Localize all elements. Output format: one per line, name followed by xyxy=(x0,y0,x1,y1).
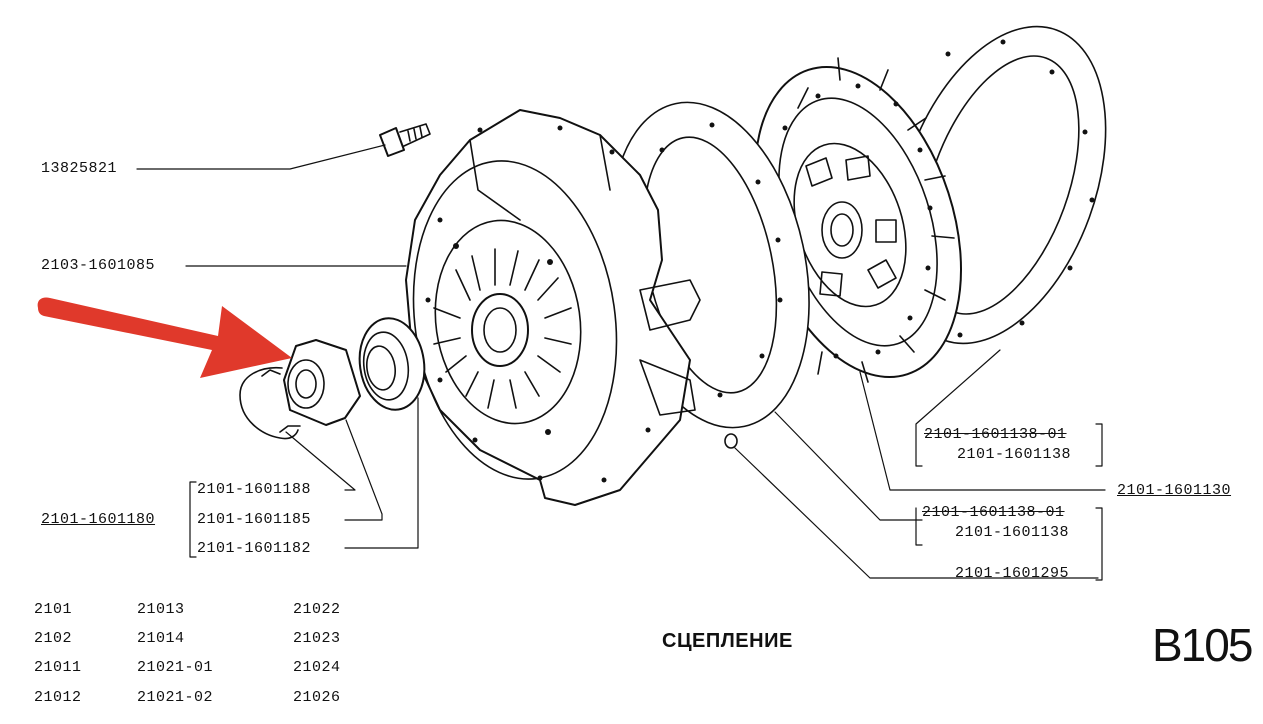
part-label-disc-old-2: 2101-1601138-01 xyxy=(922,504,1065,521)
bolt xyxy=(379,123,431,157)
pressure-plate xyxy=(405,109,701,506)
model-item: 21013 xyxy=(137,601,185,618)
part-label-bolt: 13825821 xyxy=(41,160,118,177)
part-label-disc-assembly: 2101-1601130 xyxy=(1117,482,1232,499)
part-label-bearing-housing: 2101-1601185 xyxy=(197,511,312,528)
part-label-disc-old: 2101-1601138-01 xyxy=(924,426,1067,443)
page-code: B105 xyxy=(1152,619,1253,671)
model-item: 21021-01 xyxy=(137,659,214,676)
model-item: 21026 xyxy=(293,689,341,706)
dowel-pin xyxy=(724,433,738,449)
part-label-spring-clip: 2101-1601188 xyxy=(197,481,312,498)
plate-holes xyxy=(425,125,651,483)
leader-lines xyxy=(136,144,1106,581)
model-item: 21023 xyxy=(293,630,341,647)
release-bearing xyxy=(358,317,426,411)
part-label-disc-new: 2101-1601138 xyxy=(957,446,1072,463)
bearing-housing xyxy=(283,339,361,426)
part-label-pressure-plate: 2103-1601085 xyxy=(41,257,156,274)
page-title: СЦЕПЛЕНИЕ xyxy=(662,630,793,652)
model-item: 21021-02 xyxy=(137,689,214,706)
part-label-pin: 2101-1601295 xyxy=(955,565,1070,582)
model-item: 2101 xyxy=(34,601,73,618)
model-item: 21022 xyxy=(293,601,341,618)
model-item: 21024 xyxy=(293,659,341,676)
model-item: 2102 xyxy=(34,630,73,647)
ring-holes xyxy=(659,122,783,411)
model-item: 21014 xyxy=(137,630,185,647)
red-arrow xyxy=(37,297,293,378)
part-label-disc-new-2: 2101-1601138 xyxy=(955,524,1070,541)
model-item: 21012 xyxy=(34,689,82,706)
part-label-bearing: 2101-1601182 xyxy=(197,540,312,557)
model-item: 21011 xyxy=(34,659,82,676)
part-label-release-bearing-assembly: 2101-1601180 xyxy=(41,511,156,528)
